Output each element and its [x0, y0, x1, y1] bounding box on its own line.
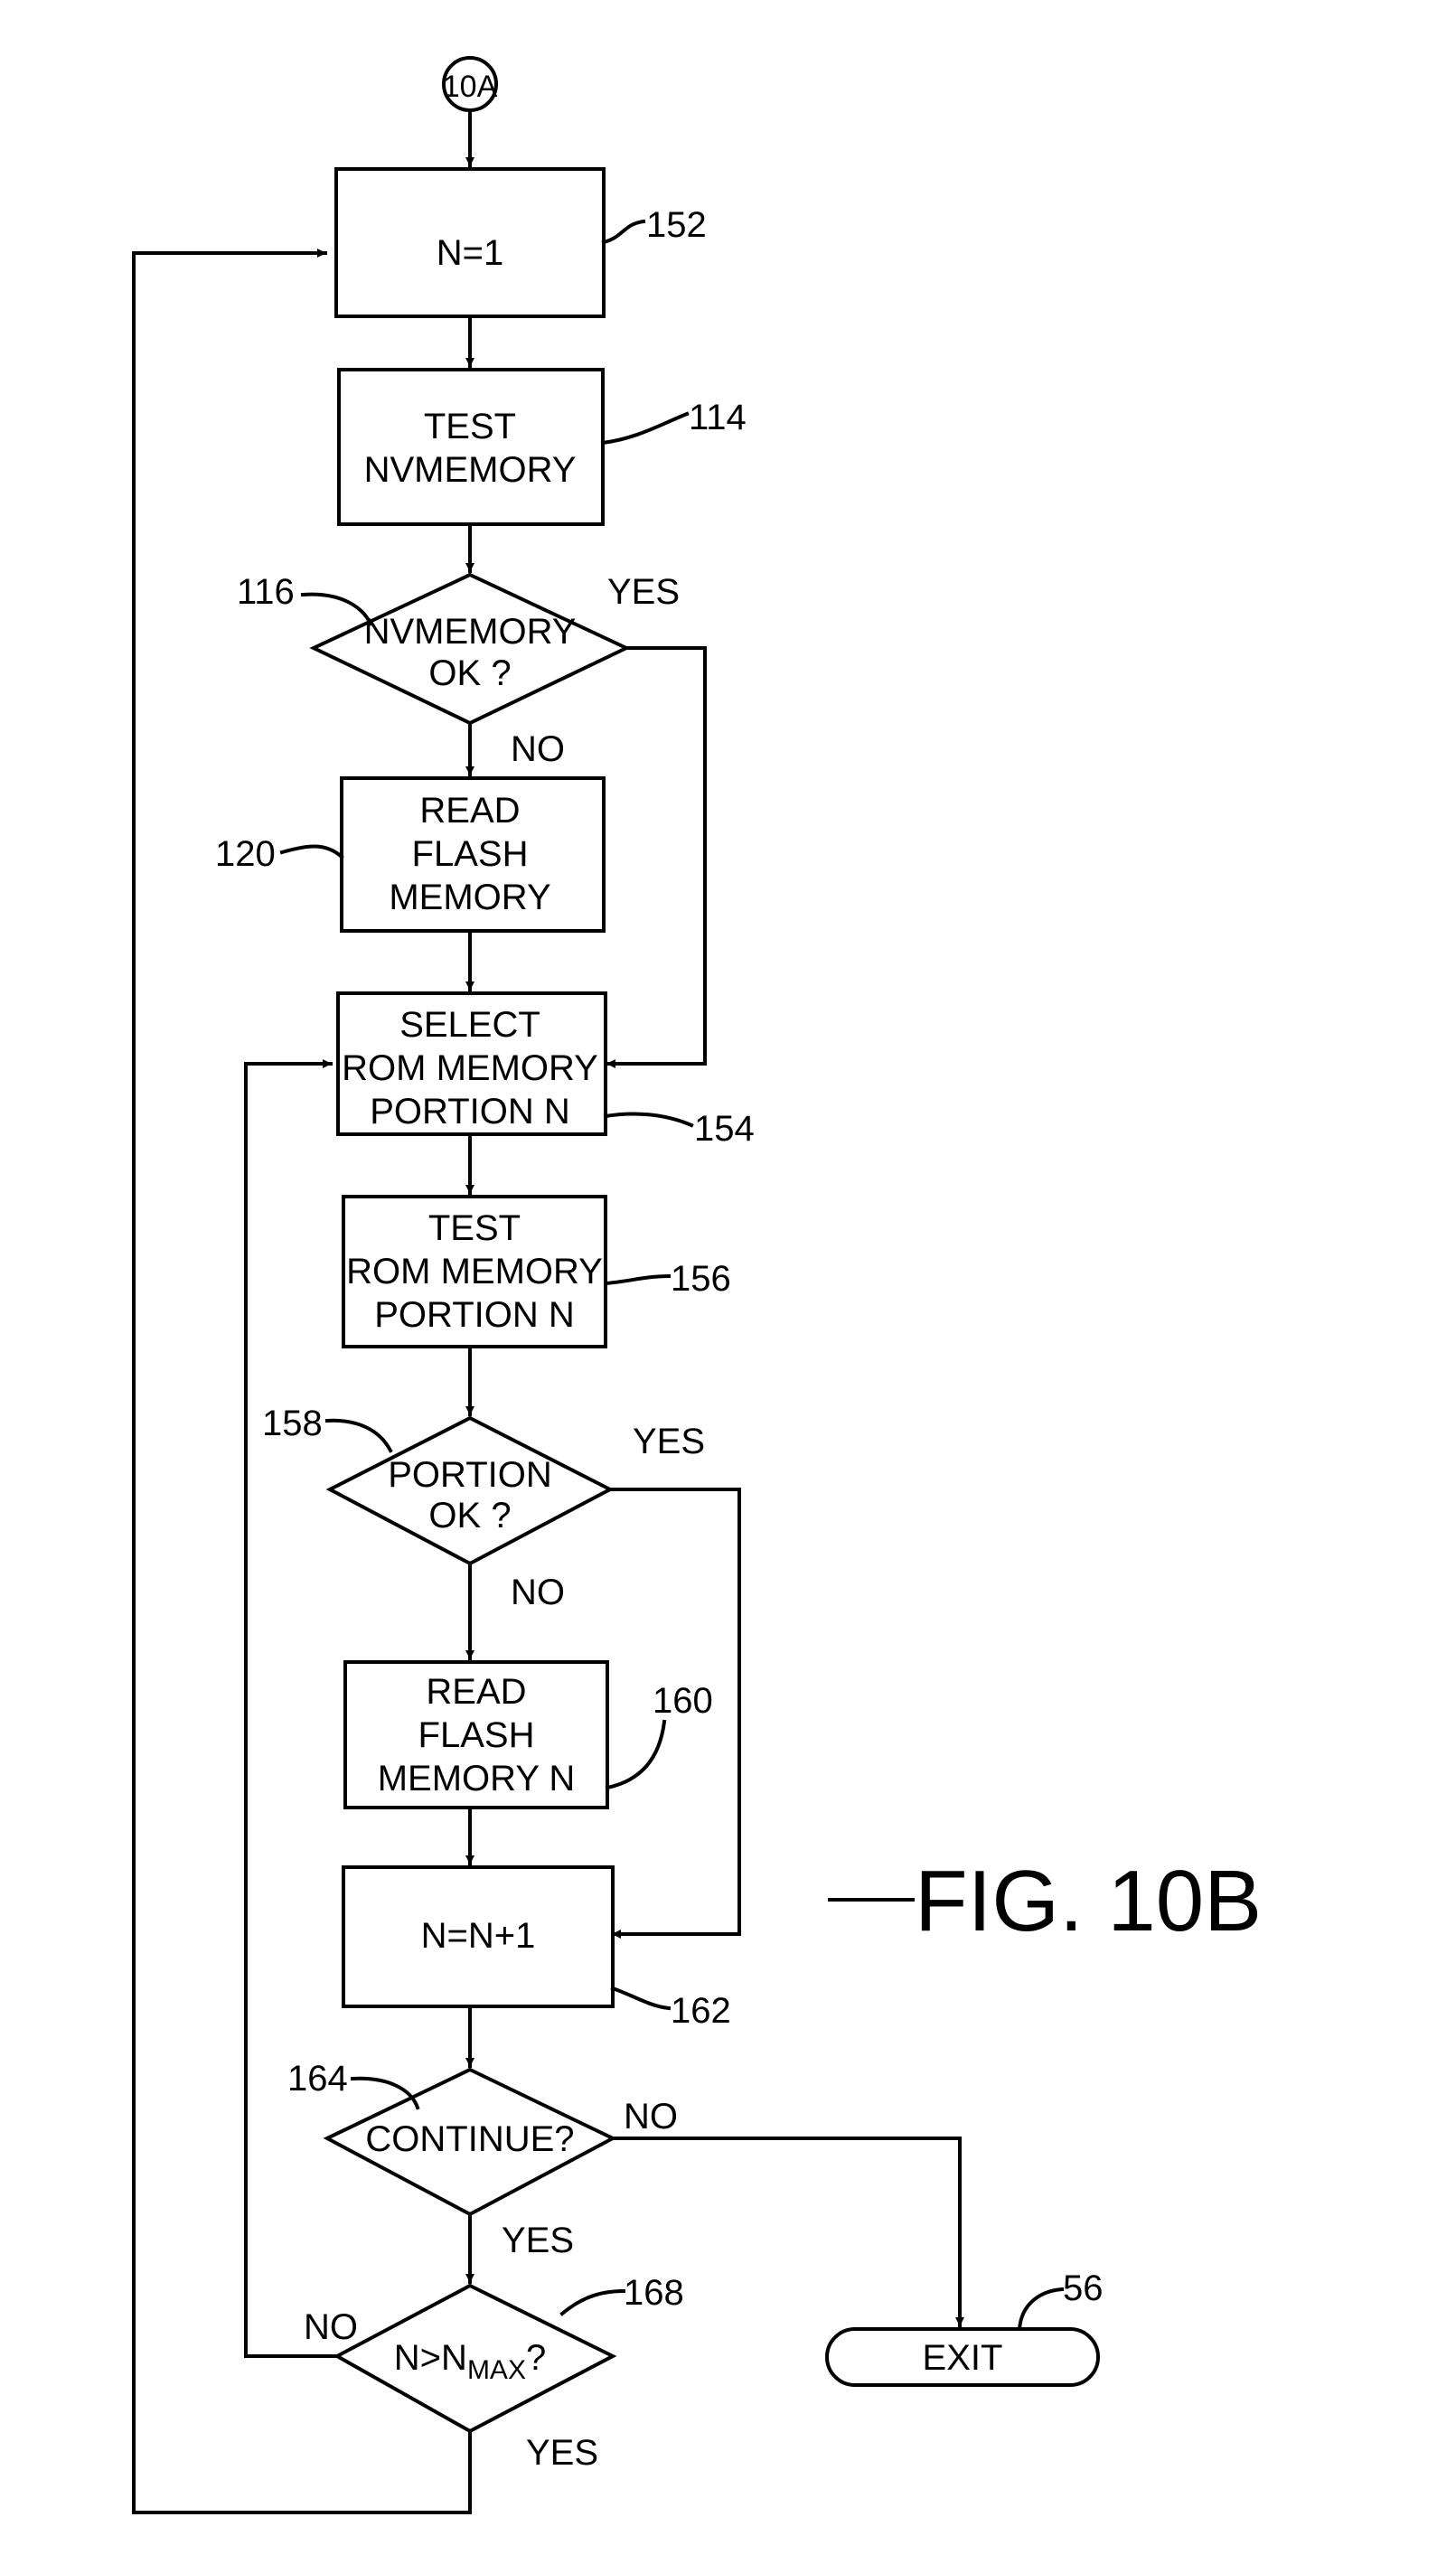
leader-162	[613, 1988, 669, 2008]
process-154-line2: ROM MEMORY	[342, 1048, 598, 1088]
process-162-label: N=N+1	[421, 1916, 536, 1956]
leader-168	[562, 2291, 624, 2314]
leader-158	[327, 1421, 390, 1451]
decision-158-yes: YES	[633, 1422, 705, 1461]
leader-116	[303, 595, 371, 624]
ref-114: 114	[689, 398, 747, 437]
connector-label: 10A	[443, 70, 498, 104]
leader-160	[607, 1722, 664, 1788]
arrow-116-yes-to-154	[607, 648, 705, 1064]
process-114: TEST NVMEMORY 114	[339, 370, 747, 524]
decision-168: N>NMAX? 168 NO YES	[304, 2273, 684, 2473]
process-156-line3: PORTION N	[374, 1295, 575, 1335]
process-156: TEST ROM MEMORY PORTION N 156	[343, 1197, 731, 1347]
arrow-168-no-to-154	[246, 1064, 337, 2356]
process-120-line2: FLASH	[412, 834, 529, 874]
process-162: N=N+1 162	[343, 1867, 731, 2031]
ref-120: 120	[215, 834, 276, 874]
connector-10a: 10A	[443, 58, 498, 110]
terminator-exit: EXIT 56	[827, 2268, 1104, 2385]
process-152-label: N=1	[437, 233, 504, 273]
process-154-line1: SELECT	[399, 1005, 540, 1045]
ref-162: 162	[671, 1991, 731, 2031]
ref-156: 156	[671, 1259, 731, 1299]
process-160-line1: READ	[426, 1672, 526, 1712]
ref-158: 158	[262, 1404, 323, 1443]
figure-label-text: FIG. 10B	[915, 1853, 1262, 1949]
leader-156	[606, 1276, 669, 1283]
ref-56: 56	[1063, 2268, 1104, 2308]
decision-158: PORTION OK ? 158 YES NO	[262, 1404, 705, 1612]
decision-164: CONTINUE? 164 NO YES	[287, 2059, 678, 2260]
process-120: READ FLASH MEMORY 120	[215, 778, 604, 931]
decision-168-no: NO	[304, 2307, 358, 2347]
ref-154: 154	[694, 1109, 755, 1149]
decision-164-no: NO	[624, 2097, 678, 2137]
process-160: READ FLASH MEMORY N 160	[345, 1662, 713, 1808]
process-156-line2: ROM MEMORY	[346, 1252, 603, 1291]
decision-158-line1: PORTION	[388, 1455, 552, 1495]
leader-154	[606, 1113, 691, 1125]
process-152: N=1 152	[336, 169, 707, 316]
leader-114	[603, 414, 687, 443]
decision-158-no: NO	[511, 1573, 565, 1612]
ref-152: 152	[646, 205, 707, 245]
leader-56	[1019, 2289, 1062, 2329]
process-156-line1: TEST	[428, 1208, 521, 1248]
decision-164-yes: YES	[502, 2221, 574, 2260]
decision-116-no: NO	[511, 729, 565, 769]
process-114-line2: NVMEMORY	[364, 450, 577, 490]
leader-120	[282, 846, 342, 857]
decision-116-line1: NVMEMORY	[364, 612, 577, 652]
figure-label: FIG. 10B	[830, 1853, 1262, 1949]
decision-116: NVMEMORY OK ? 116 YES NO	[237, 572, 680, 769]
process-120-line3: MEMORY	[389, 878, 550, 917]
process-120-line1: READ	[419, 791, 520, 831]
decision-168-yes: YES	[526, 2433, 598, 2473]
exit-label: EXIT	[923, 2338, 1003, 2378]
process-114-line1: TEST	[424, 407, 516, 446]
process-160-line3: MEMORY N	[378, 1759, 576, 1799]
ref-168: 168	[624, 2273, 684, 2313]
leader-152	[604, 221, 643, 242]
ref-116: 116	[237, 572, 295, 612]
process-160-line2: FLASH	[418, 1715, 535, 1755]
decision-158-line2: OK ?	[428, 1496, 511, 1536]
process-154: SELECT ROM MEMORY PORTION N 154	[338, 993, 755, 1149]
decision-116-line2: OK ?	[428, 653, 511, 693]
decision-164-label: CONTINUE?	[365, 2119, 574, 2159]
ref-160: 160	[653, 1681, 713, 1721]
process-154-line3: PORTION N	[370, 1092, 570, 1132]
decision-116-yes: YES	[607, 572, 680, 612]
ref-164: 164	[287, 2059, 348, 2099]
